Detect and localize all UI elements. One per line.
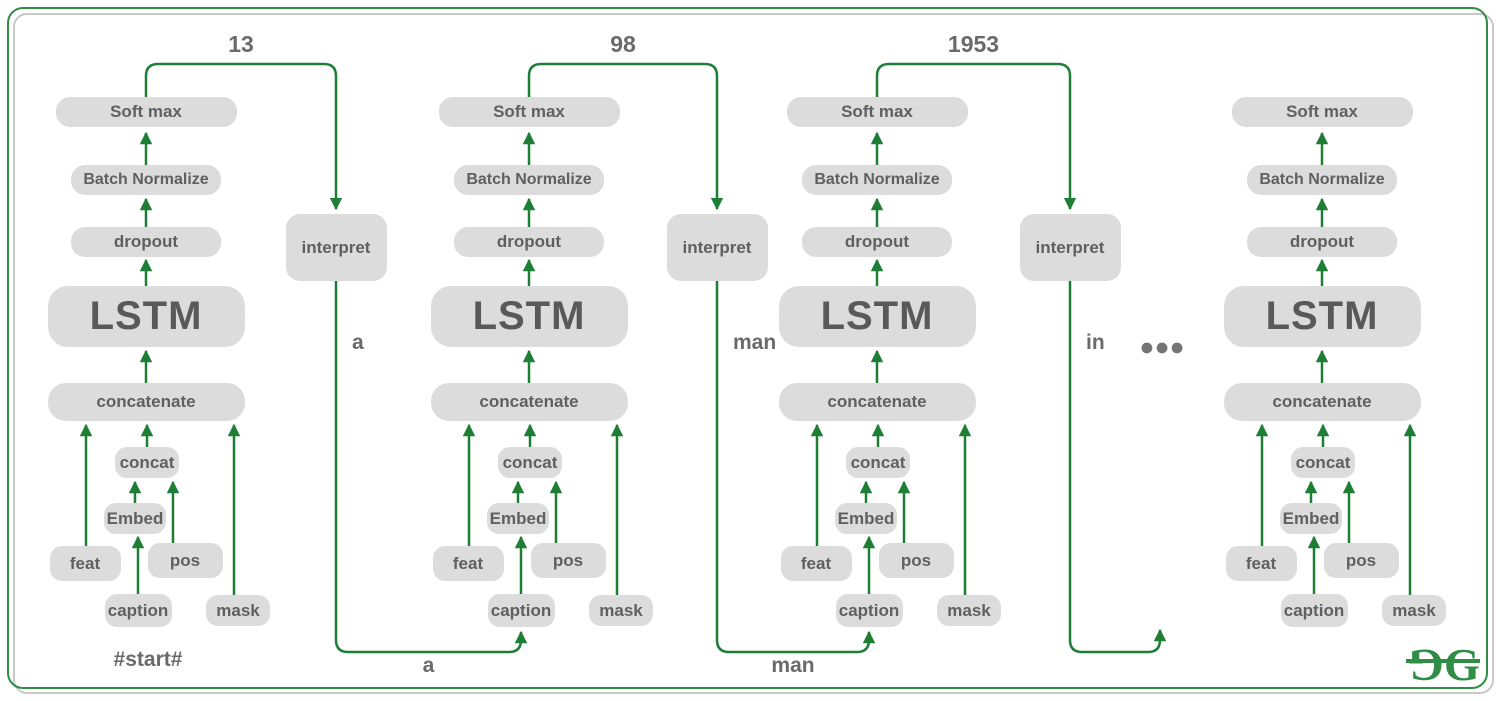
fed-back-word-1: a [422,654,435,677]
arrow-44 [875,62,1077,211]
interpret-box-2: interpret [666,214,768,281]
arrow-40 [144,62,343,211]
pos-box-t3: pos [878,543,954,578]
lstm-box-t4: LSTM [1223,286,1421,347]
pos-box-t1: pos [147,543,223,578]
ellipsis-dots: ●●● [1139,333,1185,361]
concat-box-t2: concat [498,447,562,478]
softmax-box-t1: Soft max [55,97,237,127]
mask-box-t1: mask [206,595,270,626]
feat-box-t1: feat [49,546,121,581]
logo-g-reversed: G [1408,640,1444,691]
logo-g: G [1444,639,1480,690]
embed-box-t4: Embed [1280,503,1342,534]
embed-box-t2: Embed [487,503,549,534]
feat-box-t4: feat [1225,546,1297,581]
arrow-42 [527,62,724,211]
concatenate-box-t3: concatenate [778,383,976,421]
concatenate-box-t1: concatenate [47,383,245,421]
batch-normalize-box-t4: Batch Normalize [1247,165,1397,195]
concatenate-box-t4: concatenate [1223,383,1421,421]
geeksforgeeks-logo: GG [1406,640,1480,691]
predicted-word-2: man [733,331,777,354]
concat-box-t1: concat [115,447,179,478]
batch-normalize-box-t2: Batch Normalize [454,165,604,195]
caption-box-t3: caption [835,594,903,627]
softmax-box-t3: Soft max [786,97,968,127]
lstm-box-t3: LSTM [778,286,976,347]
feat-box-t2: feat [432,546,504,581]
predicted-token-id-3: 1953 [947,31,1000,57]
batch-normalize-box-t3: Batch Normalize [802,165,952,195]
interpret-box-3: interpret [1019,214,1121,281]
interpret-box-1: interpret [285,214,387,281]
caption-box-t2: caption [487,594,555,627]
predicted-word-1: a [352,331,364,354]
softmax-box-t4: Soft max [1231,97,1413,127]
start-token-label: #start# [113,648,183,671]
fed-back-word-2: man [771,654,815,677]
lstm-box-t2: LSTM [430,286,628,347]
batch-normalize-box-t1: Batch Normalize [71,165,221,195]
pos-box-t2: pos [530,543,606,578]
arrow-45 [1068,281,1167,654]
dropout-box-t3: dropout [802,227,952,257]
mask-box-t3: mask [937,595,1001,626]
predicted-word-3: in [1086,331,1105,354]
embed-box-t1: Embed [104,503,166,534]
embed-box-t3: Embed [835,503,897,534]
softmax-box-t2: Soft max [438,97,620,127]
lstm-box-t1: LSTM [47,286,245,347]
predicted-token-id-2: 98 [610,31,636,57]
feat-box-t3: feat [780,546,852,581]
concat-box-t4: concat [1291,447,1355,478]
mask-box-t2: mask [589,595,653,626]
pos-box-t4: pos [1323,543,1399,578]
dropout-box-t1: dropout [71,227,221,257]
predicted-token-id-1: 13 [228,31,254,57]
caption-box-t4: caption [1280,594,1348,627]
concat-box-t3: concat [846,447,910,478]
concatenate-box-t2: concatenate [430,383,628,421]
arrow-41 [334,281,528,654]
caption-box-t1: caption [104,594,172,627]
dropout-box-t2: dropout [454,227,604,257]
dropout-box-t4: dropout [1247,227,1397,257]
arrow-43 [715,281,876,654]
mask-box-t4: mask [1382,595,1446,626]
logo-bar [1406,659,1480,663]
